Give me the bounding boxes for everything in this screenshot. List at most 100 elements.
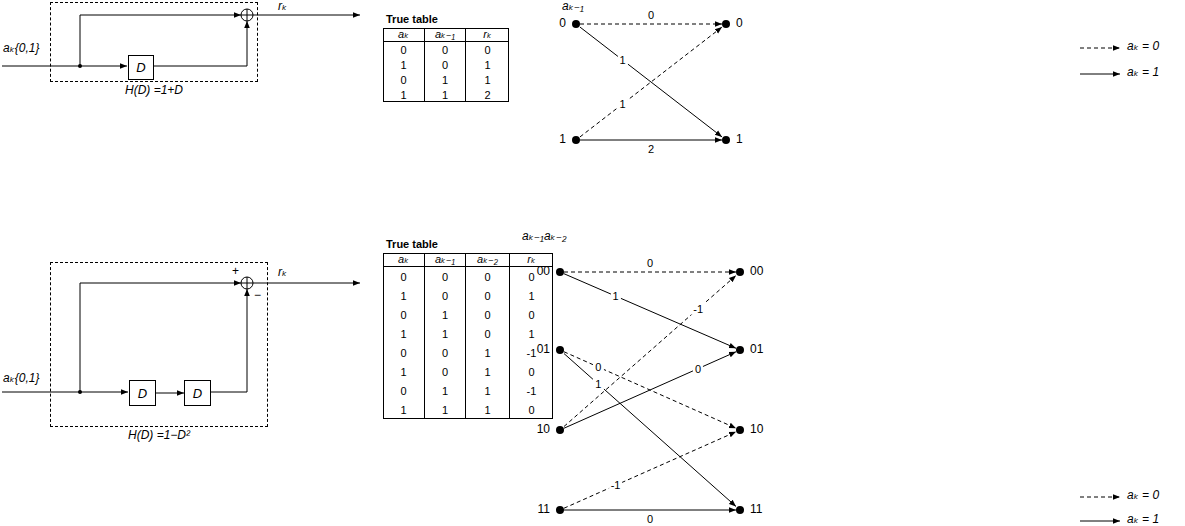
state-dot: 01 xyxy=(556,346,564,354)
branch-output-label: 1 xyxy=(618,98,628,111)
trellis-branch xyxy=(564,352,736,428)
table-cell: 0 xyxy=(425,42,466,57)
table-cell: 0 xyxy=(510,400,553,419)
delay-box: D xyxy=(129,380,156,406)
table-cell: 1 xyxy=(466,381,510,400)
state-dot: 1 xyxy=(572,136,580,144)
state-dot: 10 xyxy=(736,426,744,434)
feed-wire xyxy=(80,15,241,66)
feed-wire xyxy=(80,283,241,392)
table-cell: 1 xyxy=(383,286,425,305)
state-label: 11 xyxy=(750,503,762,517)
signal-label: rₖ xyxy=(278,266,287,280)
branch-output-label: 1 xyxy=(618,54,628,67)
signal-label: aₖ{0,1} xyxy=(3,42,39,56)
branch-output-label: 0 xyxy=(693,362,703,375)
delay-box: D xyxy=(184,380,211,406)
legend-text: aₖ = 0 xyxy=(1127,489,1159,503)
state-label: 10 xyxy=(750,423,763,437)
state-label: 00 xyxy=(537,265,550,279)
trellis-branch xyxy=(564,274,736,349)
state-dot: 00 xyxy=(556,268,564,276)
state-label: 01 xyxy=(750,343,763,357)
signal-label: rₖ xyxy=(278,0,287,14)
legend-text: aₖ = 0 xyxy=(1127,40,1159,54)
state-label: 10 xyxy=(537,423,550,437)
table-cell: 0 xyxy=(466,305,510,324)
branch-output-label: 0 xyxy=(645,513,655,526)
trellis-branch xyxy=(564,354,736,507)
table-cell: 1 xyxy=(466,362,510,381)
legend-text: aₖ = 1 xyxy=(1127,66,1159,80)
state-dot: 01 xyxy=(736,346,744,354)
table-title: True table xyxy=(386,238,438,251)
table-cell: 0 xyxy=(510,267,553,286)
table-cell: 0 xyxy=(383,42,425,57)
table-header: aₖ₋₂ xyxy=(466,253,510,267)
legend-sample-arrow xyxy=(1080,48,1120,49)
sign-label: − xyxy=(254,289,261,303)
branch-output-label: -1 xyxy=(691,302,705,315)
delay-wire xyxy=(210,289,247,392)
state-label: 0 xyxy=(736,17,743,31)
table-header: aₖ₋₁ xyxy=(425,253,466,267)
table-cell: 1 xyxy=(425,87,466,102)
table-cell: 2 xyxy=(466,87,509,102)
state-dot: 1 xyxy=(722,136,730,144)
table-cell: 0 xyxy=(510,305,553,324)
table-cell: 0 xyxy=(510,362,553,381)
legend-sample-arrow xyxy=(1080,521,1120,522)
signal-label: aₖ{0,1} xyxy=(3,372,39,386)
trellis-branch xyxy=(564,432,736,508)
trellis-branch xyxy=(564,352,736,428)
sign-label: + xyxy=(232,265,239,279)
input-wire xyxy=(2,66,127,67)
table-cell: 0 xyxy=(383,343,425,362)
table-cell: 0 xyxy=(466,42,509,57)
table-cell: 1 xyxy=(425,381,466,400)
table-header: aₖ₋₁ xyxy=(425,28,466,42)
table-cell: 0 xyxy=(425,267,466,286)
table-cell: 0 xyxy=(466,286,510,305)
state-dot: 00 xyxy=(736,268,744,276)
branch-output-label: 0 xyxy=(593,361,603,374)
table-cell: 1 xyxy=(383,87,425,102)
table-cell: 1 xyxy=(383,324,425,343)
trellis-branch xyxy=(580,27,722,137)
branch-output-label: 0 xyxy=(646,9,656,22)
state-dot: 11 xyxy=(736,506,744,514)
trellis-branch xyxy=(580,24,722,25)
state-dot: 0 xyxy=(722,20,730,28)
branch-output-label: 1 xyxy=(593,378,603,391)
table-cell: 1 xyxy=(466,57,509,72)
trellis-branch xyxy=(564,510,736,511)
table-cell: 1 xyxy=(425,305,466,324)
table-cell: 1 xyxy=(383,362,425,381)
table-cell: 0 xyxy=(383,305,425,324)
state-label: 00 xyxy=(750,265,763,279)
trellis-branch xyxy=(580,27,722,137)
transfer-function-label: H(D) =1+D xyxy=(51,84,257,98)
table-cell: 1 xyxy=(383,400,425,419)
branch-output-label: 2 xyxy=(646,143,656,156)
table-header: rₖ xyxy=(510,253,553,267)
delay-symbol: D xyxy=(193,386,202,401)
signal-label: aₖ₋₁aₖ₋₂ xyxy=(522,230,567,244)
state-label: 1 xyxy=(736,133,743,147)
dashed-filter-box: H(D) =1+DD xyxy=(50,2,258,82)
table-header: rₖ xyxy=(466,28,509,42)
table-cell: 0 xyxy=(425,57,466,72)
adder-symbol xyxy=(241,277,253,289)
table-cell: 1 xyxy=(510,286,553,305)
transfer-function-label: H(D) =1−D² xyxy=(51,429,267,443)
trellis-branch xyxy=(156,393,184,394)
state-label: 11 xyxy=(538,503,550,517)
table-cell: 0 xyxy=(383,381,425,400)
trellis-branch xyxy=(564,272,736,273)
table-cell: 0 xyxy=(383,72,425,87)
table-cell: 0 xyxy=(466,267,510,286)
adder-symbol xyxy=(241,9,253,21)
trellis-branch xyxy=(580,140,722,141)
table-cell: 1 xyxy=(425,400,466,419)
output-wire xyxy=(253,283,360,284)
